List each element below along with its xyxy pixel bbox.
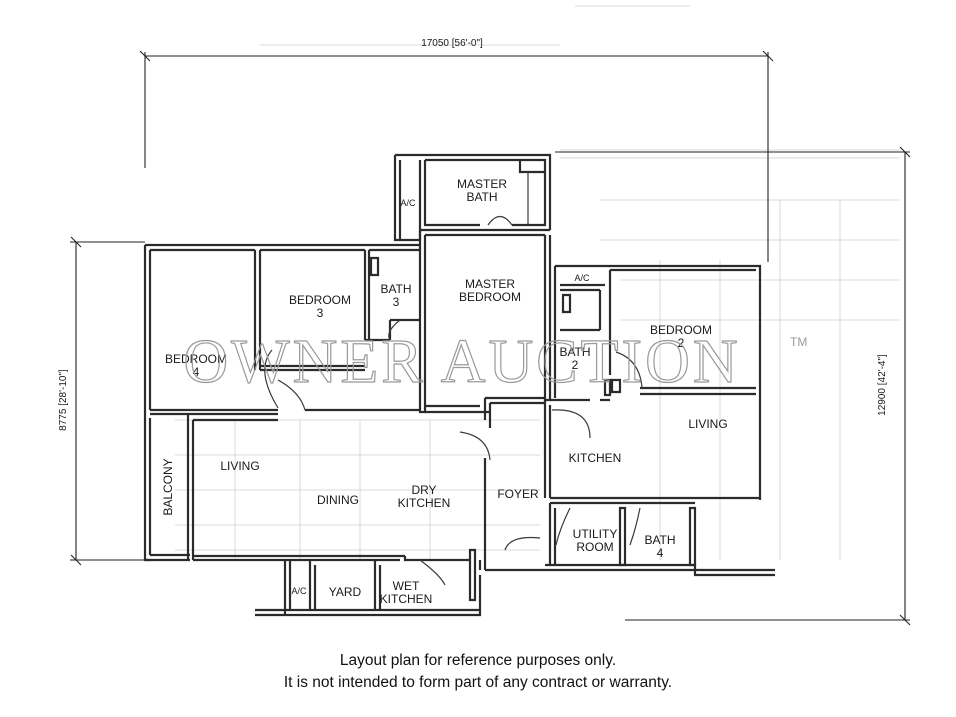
balcony-label: BALCONY	[161, 458, 175, 515]
disclaimer: Layout plan for reference purposes only.…	[0, 650, 956, 694]
wet-kitchen-label-line2: KITCHEN	[380, 592, 433, 606]
height-right-dimension-label: 12900 [42'-4"]	[877, 354, 888, 416]
master-bath-label-line2: BATH	[466, 190, 497, 204]
bath3-label-line2: 3	[393, 295, 400, 309]
wet-kitchen-label: WET	[393, 579, 420, 593]
dining-label: DINING	[317, 493, 359, 507]
bath2-label-line2: 2	[572, 358, 579, 372]
bedroom3-label: BEDROOM	[289, 293, 351, 307]
ac-top-label: A/C	[400, 198, 416, 208]
bedroom2-label-line2: 2	[678, 336, 685, 350]
yard-label: YARD	[329, 585, 362, 599]
room-labels: MASTER BATH A/C MASTER BEDROOM BEDROOM 3…	[161, 177, 728, 606]
ac-right-label: A/C	[574, 273, 590, 283]
bedroom3-label-line2: 3	[317, 306, 324, 320]
bath4-label: BATH	[644, 533, 675, 547]
ac-bottom-label: A/C	[291, 586, 307, 596]
watermark: OWNER AUCTION	[183, 328, 740, 396]
kitchen-label: KITCHEN	[569, 451, 622, 465]
dimension-lines	[70, 50, 911, 626]
utility-room-label: UTILITY	[573, 527, 618, 541]
bedroom4-label: BEDROOM	[165, 352, 227, 366]
disclaimer-line1: Layout plan for reference purposes only.	[339, 652, 617, 669]
master-bedroom-label-line2: BEDROOM	[459, 290, 521, 304]
dry-kitchen-label: DRY	[411, 483, 436, 497]
bath4-label-line2: 4	[657, 546, 664, 560]
living-right-label: LIVING	[688, 417, 727, 431]
width-dimension-label: 17050 [56'-0"]	[421, 38, 483, 49]
height-left-dimension-label: 8775 [28'-10"]	[58, 369, 69, 431]
master-bedroom-label: MASTER	[465, 277, 515, 291]
utility-room-label-line2: ROOM	[576, 540, 613, 554]
master-bath-label: MASTER	[457, 177, 507, 191]
dry-kitchen-label-line2: KITCHEN	[398, 496, 451, 510]
floor-plan: 17050 [56'-0"] 12900 [42'-4"] 8775 [28'-…	[58, 5, 911, 626]
disclaimer-line2: It is not intended to form part of any c…	[283, 674, 673, 691]
background-grid	[175, 5, 900, 560]
bedroom2-label: BEDROOM	[650, 323, 712, 337]
bath3-label: BATH	[380, 282, 411, 296]
living-left-label: LIVING	[220, 459, 259, 473]
bath2-label: BATH	[559, 345, 590, 359]
watermark-trademark: TM	[790, 335, 807, 349]
walls	[143, 153, 775, 617]
foyer-label: FOYER	[497, 487, 539, 501]
bedroom4-label-line2: 4	[193, 365, 200, 379]
